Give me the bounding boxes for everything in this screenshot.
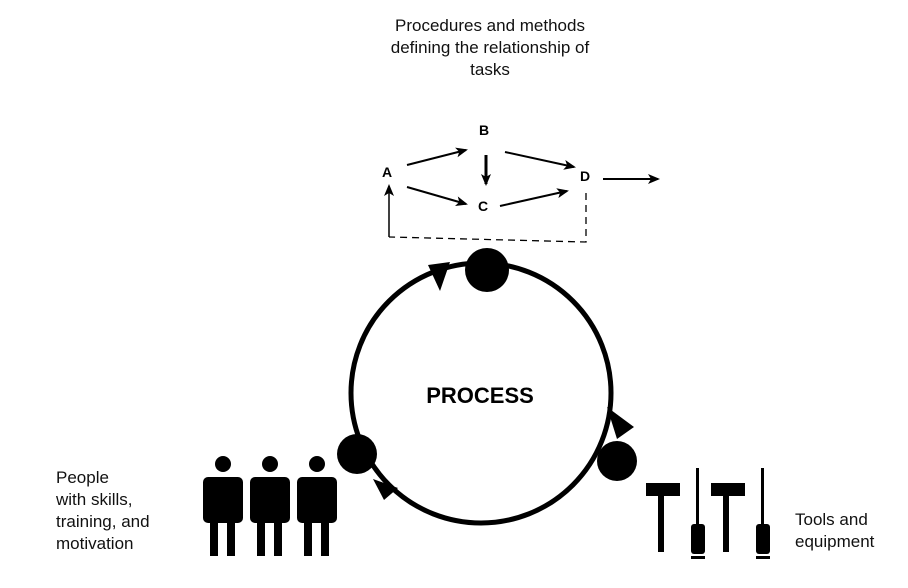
process-label: PROCESS <box>426 383 534 408</box>
task-node-a: A <box>382 164 393 180</box>
task-network <box>384 147 660 243</box>
hammer-icon <box>646 483 680 552</box>
arrow-a-to-c <box>406 186 468 207</box>
people-caption-line: People <box>56 468 109 487</box>
procedures-caption-line: tasks <box>470 60 510 79</box>
cycle-arrow-bottom-left <box>373 479 398 500</box>
arrow-c-to-d <box>499 188 569 207</box>
task-node-c: C <box>478 198 489 214</box>
screwdriver-icon <box>756 468 770 559</box>
person-icon <box>297 456 337 556</box>
procedures-caption: Procedures and methods defining the rela… <box>330 15 650 81</box>
arrow-b-to-d <box>504 151 576 170</box>
people-caption-line: motivation <box>56 534 134 553</box>
tools-caption-line: Tools and <box>795 510 868 529</box>
task-node-b: B <box>479 122 490 138</box>
tools-caption: Tools and equipment <box>795 509 874 553</box>
people-icon-group <box>203 456 337 556</box>
person-icon <box>203 456 243 556</box>
process-cycle <box>337 248 637 526</box>
cycle-node-top <box>465 248 509 292</box>
feedback-dashed-loop <box>388 193 587 243</box>
people-caption-line: with skills, <box>56 490 133 509</box>
task-node-d: D <box>580 168 591 184</box>
cycle-node-right <box>597 441 637 481</box>
screwdriver-icon <box>691 468 705 559</box>
tools-icon-group <box>646 468 770 559</box>
people-caption: People with skills, training, and motiva… <box>56 467 150 555</box>
tools-caption-line: equipment <box>795 532 875 551</box>
hammer-icon <box>711 483 745 552</box>
cycle-node-left <box>337 434 377 474</box>
people-caption-line: training, and <box>56 512 150 531</box>
procedures-caption-line: defining the relationship of <box>390 38 590 57</box>
arrow-a-to-b <box>406 147 468 166</box>
cycle-arrow-top-left <box>428 262 450 291</box>
person-icon <box>250 456 290 556</box>
cycle-arrow-right <box>607 407 634 439</box>
procedures-caption-line: Procedures and methods <box>395 16 585 35</box>
